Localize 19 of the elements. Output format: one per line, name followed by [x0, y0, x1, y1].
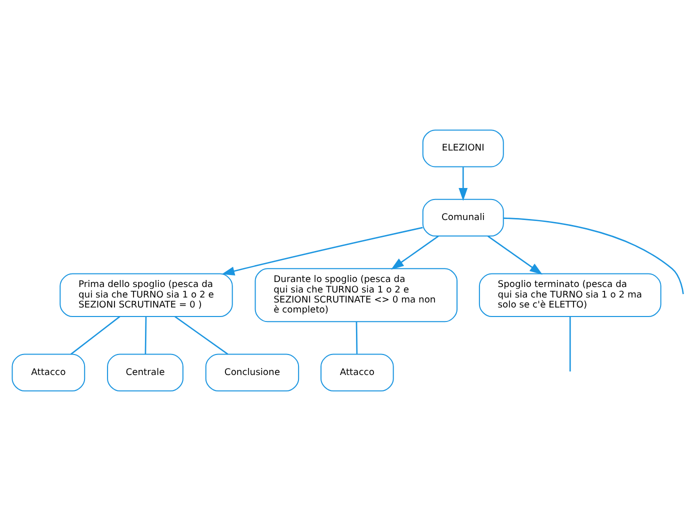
node-box: Attacco: [12, 353, 86, 391]
connector: [504, 217, 684, 294]
node-box: Prima dello spoglio (pesca da qui sia che TURNO sia 1 o 2 e SEZIONI SCRUTINATE = 0 ): [60, 272, 233, 317]
connector: [174, 316, 228, 354]
node-box: Conclusione: [205, 353, 300, 391]
connector: [144, 316, 147, 354]
node-box: Spoglio terminato (pesca da qui sia che TURNO sia 1 o 2 ma solo se c'è ELETTO): [478, 272, 662, 317]
node-box: ELEZIONI: [422, 129, 504, 167]
arrow: [488, 235, 543, 274]
arrow: [390, 235, 439, 270]
node-box: Attacco: [320, 353, 394, 391]
connector: [569, 316, 571, 371]
connector: [356, 321, 358, 354]
arrow: [458, 166, 468, 200]
connector: [70, 316, 120, 354]
node-box: Comunali: [422, 198, 504, 236]
node-box: Durante lo spoglio (pesca da qui sia che TURNO sia 1 o 2 e SEZIONI SCRUTINATE <> 0 ma non è completo): [254, 268, 458, 322]
node-box: Centrale: [107, 353, 184, 391]
arrow: [222, 226, 423, 275]
